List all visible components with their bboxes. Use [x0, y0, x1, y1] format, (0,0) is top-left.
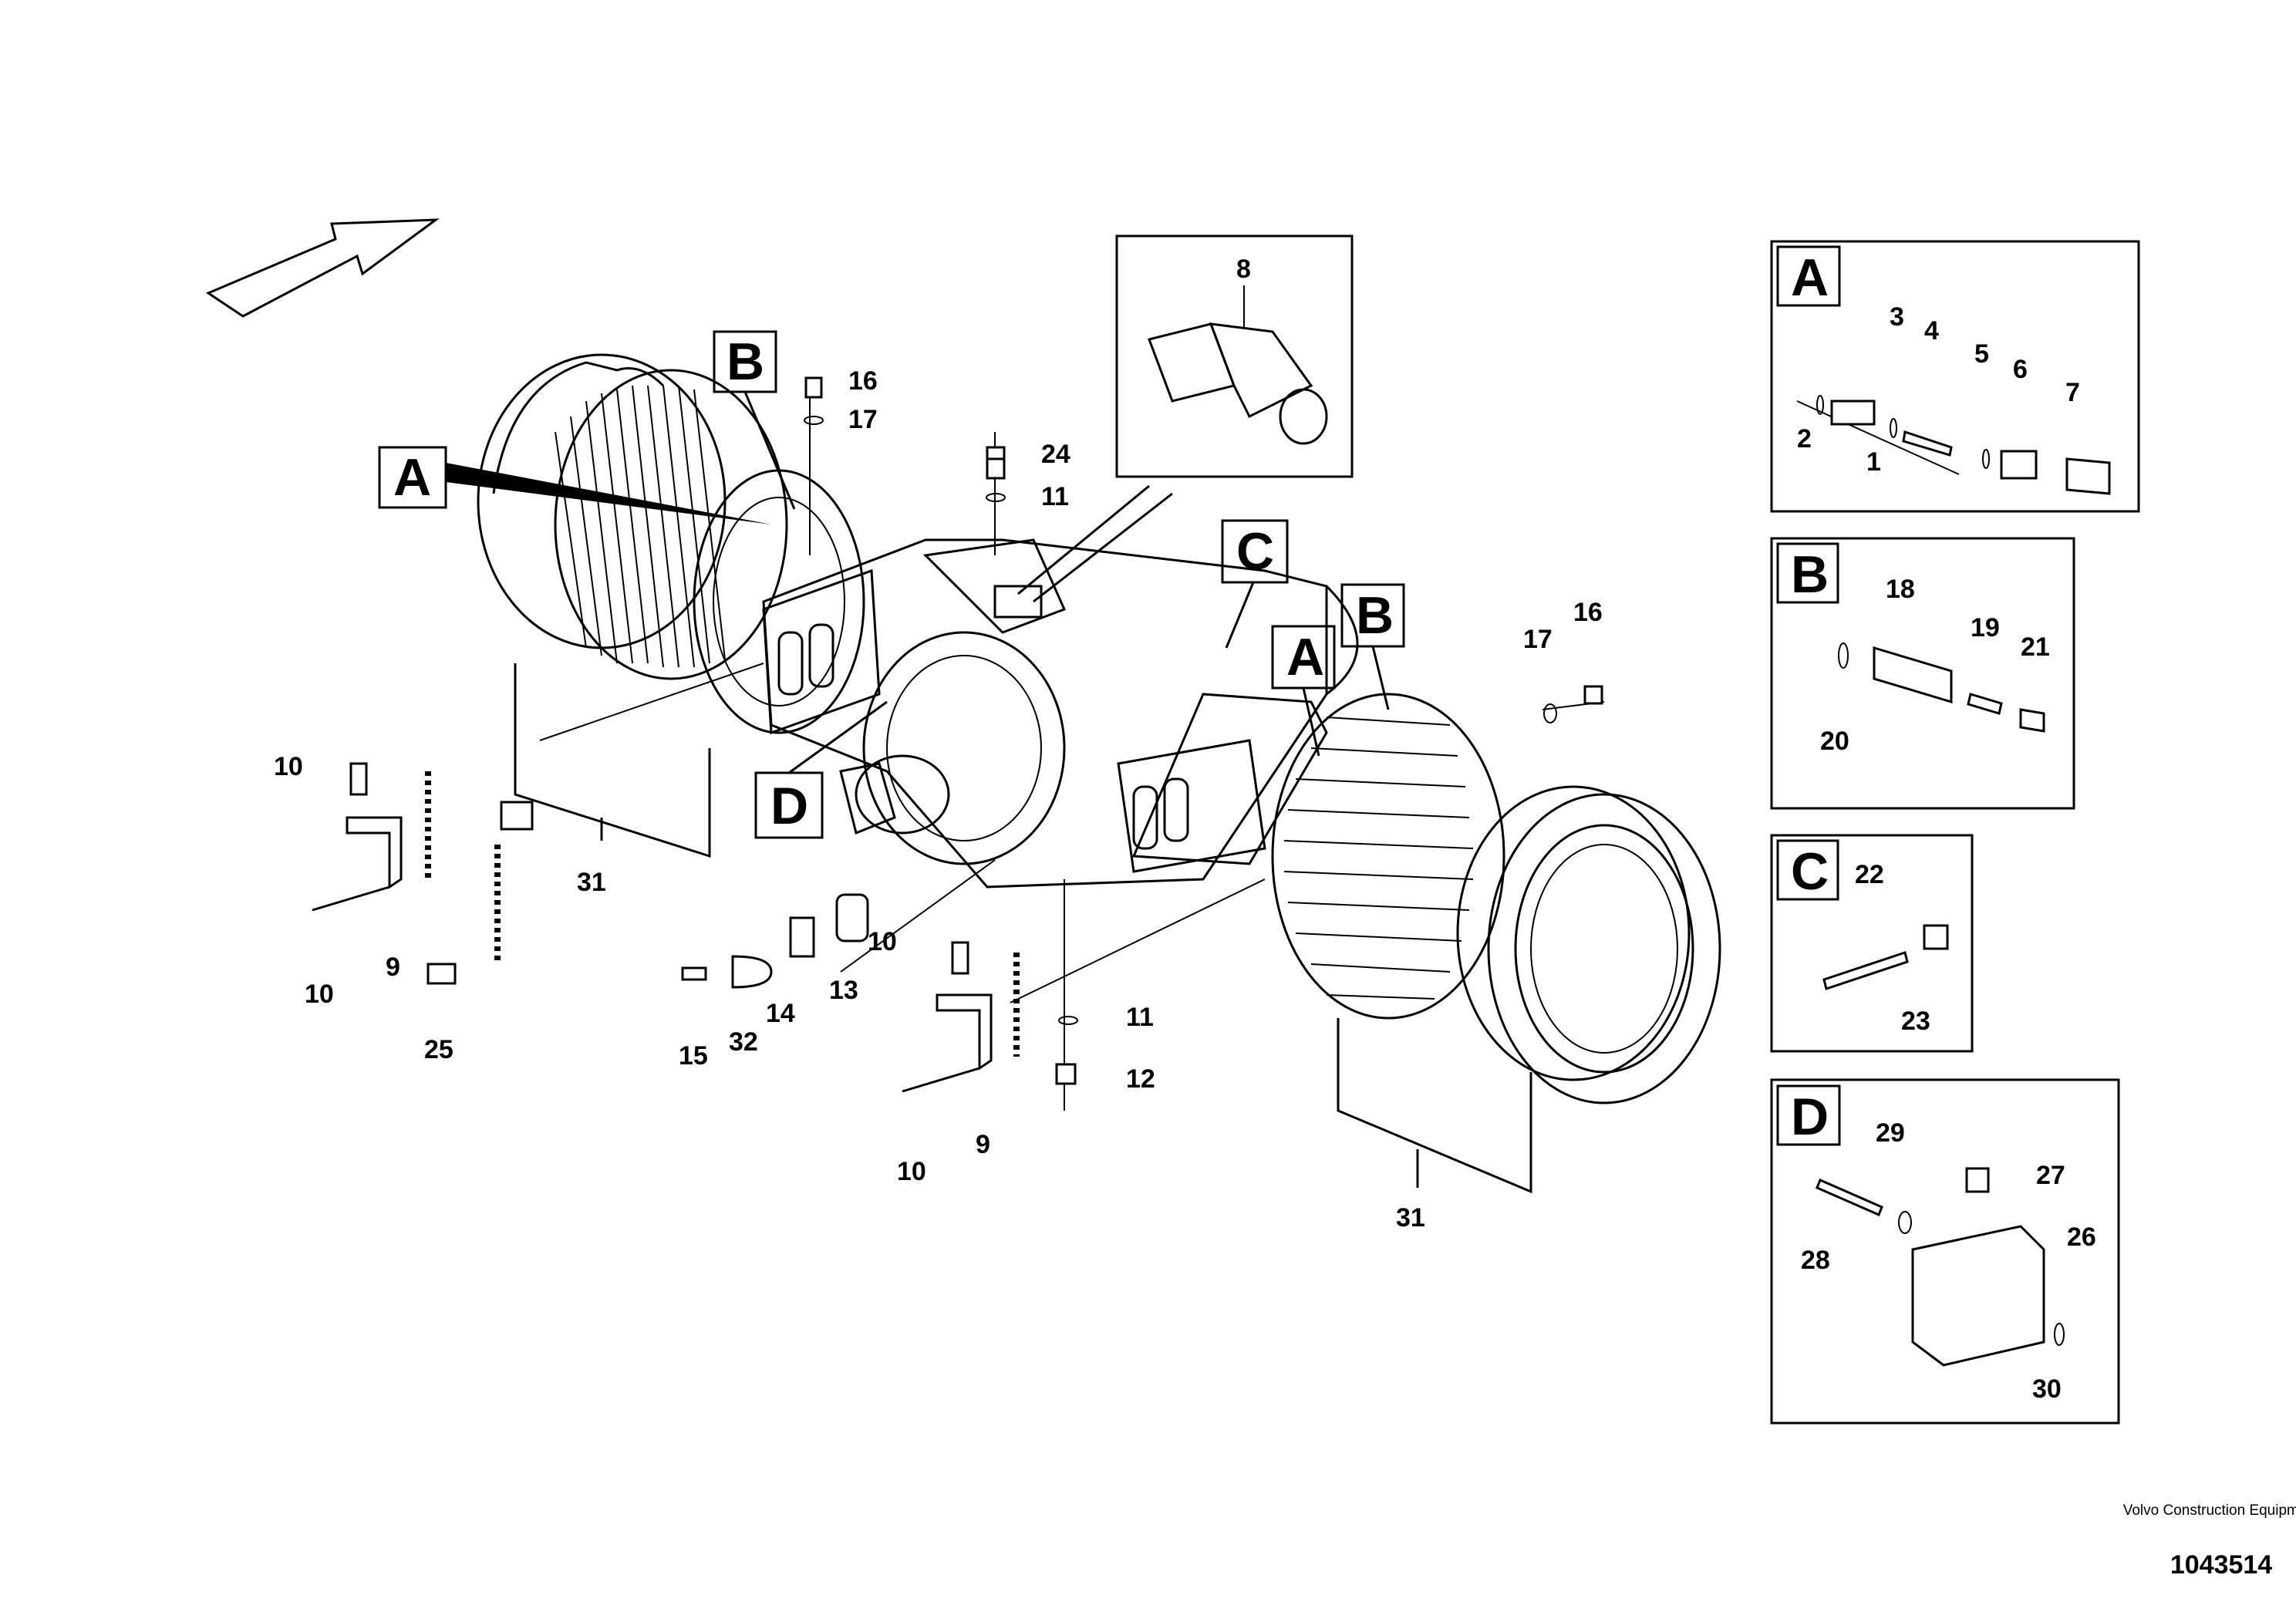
callout-25: 25 [424, 1035, 453, 1064]
panel-label-d: D [1791, 1088, 1829, 1146]
callout-11b: 11 [1126, 1003, 1154, 1032]
callout-9a: 9 [386, 953, 400, 982]
left-hub-assembly [477, 353, 865, 734]
callout-27: 27 [2036, 1161, 2065, 1190]
callout-29: 29 [1876, 1118, 1905, 1148]
main-label-b-right: B [1356, 586, 1394, 645]
callout-20: 20 [1820, 727, 1849, 756]
callout-23: 23 [1901, 1007, 1930, 1036]
detail-box-c [1221, 519, 1289, 649]
detail-box-a-right [1271, 625, 1336, 757]
panel-b [1770, 537, 2075, 810]
panel-a [1770, 240, 2140, 513]
callout-2: 2 [1797, 424, 1812, 454]
panel-label-b: B [1791, 545, 1829, 604]
panel-d [1770, 1078, 2120, 1425]
panel-label-c: C [1791, 842, 1829, 901]
detail-letters: A B C A B D A B C D [393, 248, 1829, 1146]
callout-16b: 16 [1573, 598, 1603, 627]
callout-1: 1 [1866, 447, 1881, 477]
callout-11a: 11 [1041, 482, 1069, 511]
callout-8: 8 [1236, 255, 1251, 284]
callout-labels: 1 2 3 4 5 6 7 8 9 9 10 10 10 10 11 11 12… [274, 255, 2096, 1404]
detail-box-b-right [1340, 583, 1405, 710]
main-label-a-right: A [1286, 628, 1324, 686]
right-hub-assembly [1271, 693, 1721, 1104]
callout-18: 18 [1886, 575, 1915, 604]
callout-10b: 10 [305, 980, 334, 1009]
callout-10c: 10 [868, 927, 897, 956]
detail-inset-valve [1017, 234, 1354, 603]
bracket-31-right [1337, 1018, 1532, 1194]
callout-17b: 17 [1523, 625, 1553, 654]
company-credit: Volvo Construction Equipment [2122, 1502, 2296, 1519]
callout-15: 15 [679, 1041, 708, 1071]
main-label-c: C [1236, 522, 1274, 581]
callout-16a: 16 [848, 366, 878, 396]
callout-31b: 31 [1396, 1203, 1425, 1233]
main-label-d: D [770, 777, 808, 835]
bracket-31-left [514, 663, 764, 858]
detail-box-a-left [378, 446, 771, 524]
callout-17a: 17 [848, 405, 878, 434]
callout-6: 6 [2013, 355, 2028, 384]
main-label-b-left: B [727, 332, 764, 391]
callout-10a: 10 [274, 752, 303, 781]
callout-21: 21 [2021, 632, 2050, 662]
callout-22: 22 [1855, 860, 1884, 889]
differential-center [839, 538, 1067, 865]
detail-box-b-left [713, 330, 796, 510]
panel-c [1770, 834, 1974, 1053]
direction-arrow-icon [205, 218, 440, 318]
callout-3: 3 [1890, 302, 1904, 332]
figure-number: 1043514 [2170, 1550, 2273, 1580]
callout-7: 7 [2065, 378, 2080, 407]
callout-30: 30 [2032, 1374, 2062, 1404]
callout-28: 28 [1801, 1246, 1830, 1275]
callout-13: 13 [829, 976, 858, 1005]
main-label-a-left: A [393, 448, 431, 507]
hardware-parts [312, 376, 1603, 1093]
dashed-leaders [425, 771, 1020, 1057]
callout-19: 19 [1971, 613, 2000, 642]
callout-26: 26 [2067, 1222, 2096, 1252]
callout-5: 5 [1974, 339, 1989, 369]
callout-32: 32 [729, 1027, 758, 1057]
callout-14: 14 [766, 999, 795, 1028]
panel-label-a: A [1791, 248, 1829, 307]
callout-24: 24 [1041, 440, 1070, 469]
axle-housing [762, 538, 1359, 889]
leader-lines [809, 378, 1605, 1111]
detail-box-d [754, 700, 888, 839]
callout-12: 12 [1126, 1064, 1155, 1094]
callout-31a: 31 [577, 868, 606, 897]
callout-9b: 9 [976, 1130, 990, 1159]
callout-4: 4 [1924, 316, 1939, 346]
callout-10d: 10 [897, 1157, 926, 1186]
